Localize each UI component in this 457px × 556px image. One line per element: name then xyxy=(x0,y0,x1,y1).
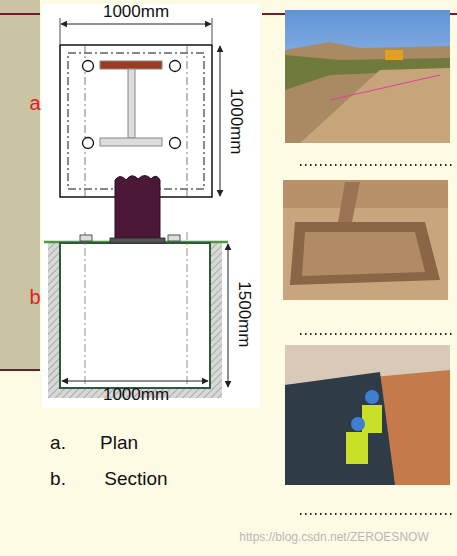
dimension-text: 1000mm xyxy=(103,3,169,22)
section-view xyxy=(44,176,228,399)
dimension-text: 1500mm xyxy=(235,281,254,347)
caption-letter: b. xyxy=(50,469,66,490)
frame-line xyxy=(0,369,40,371)
watermark: https://blog.csdn.net/ZEROESNOW xyxy=(239,531,428,544)
dimension-text: 1000mm xyxy=(103,386,169,405)
side-panel xyxy=(0,0,40,370)
blank-line xyxy=(300,513,452,515)
blank-line xyxy=(300,333,452,335)
caption-letter: a. xyxy=(50,433,66,454)
view-letter: a xyxy=(29,92,40,114)
dimension-text: 1000mm xyxy=(227,88,246,154)
caption-text: Plan xyxy=(100,433,138,454)
site-photo xyxy=(285,10,450,143)
view-letter: b xyxy=(29,286,40,308)
plan-view xyxy=(60,18,220,197)
trench-photo xyxy=(283,180,448,300)
blank-line xyxy=(300,164,452,166)
drawing-ground xyxy=(42,4,260,408)
workers-photo xyxy=(285,345,450,485)
caption-text: Section xyxy=(104,469,167,490)
frame-line xyxy=(0,13,40,15)
